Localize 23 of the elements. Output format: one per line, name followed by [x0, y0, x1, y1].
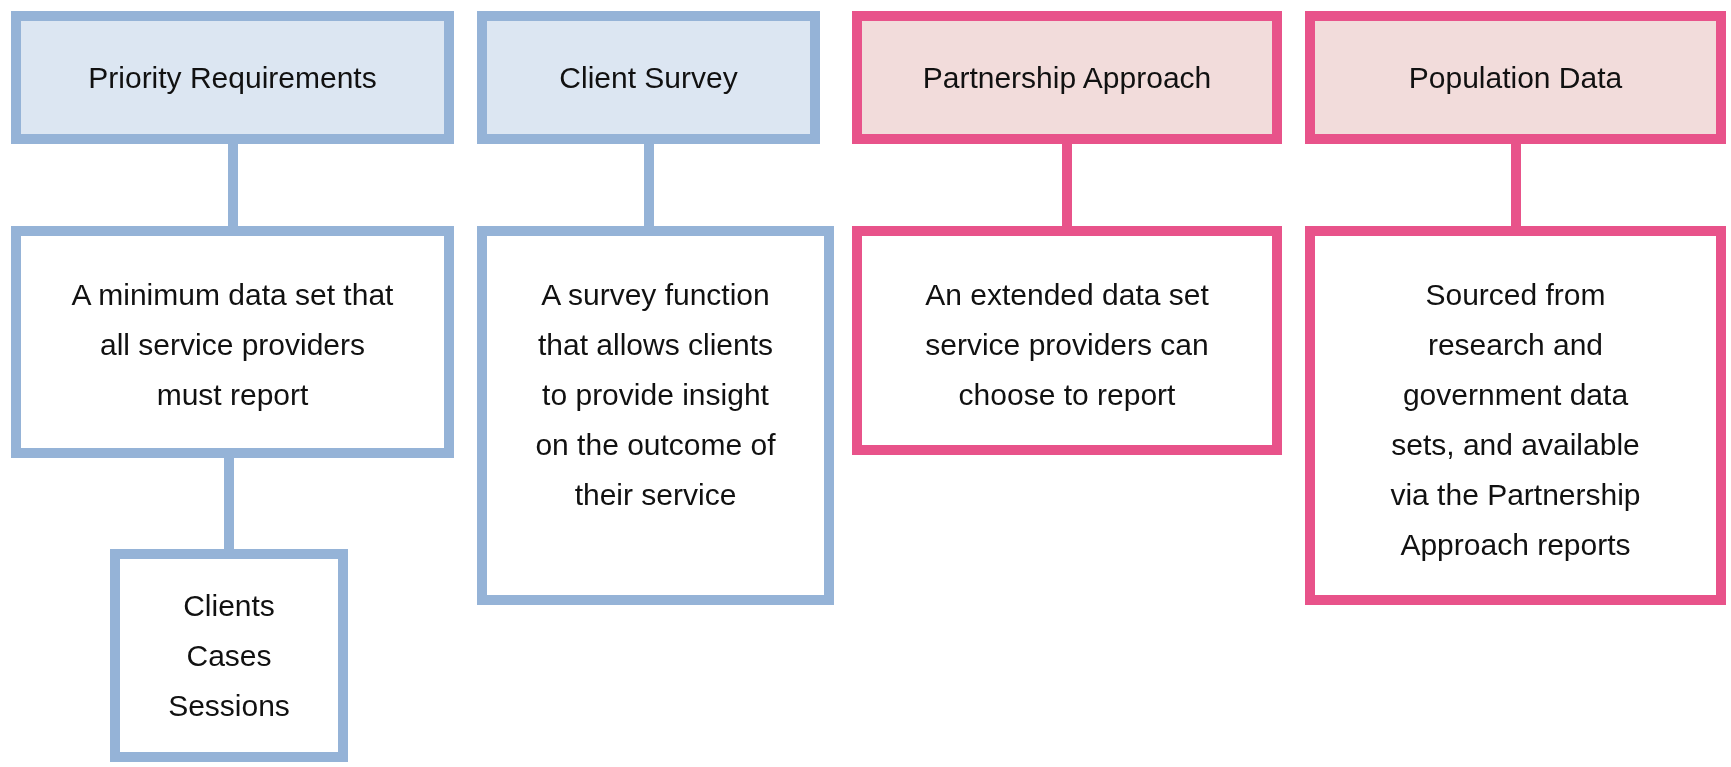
- process-box: [477, 226, 834, 605]
- connector-line: [228, 144, 238, 226]
- box-heading: Population Data: [1408, 59, 1623, 96]
- process-box: [110, 549, 348, 762]
- box-heading: Partnership Approach: [922, 59, 1212, 96]
- box-text: An extended data set service providers can choose to report: [924, 277, 1210, 413]
- box-text: A minimum data set that all service providers must report: [70, 277, 395, 413]
- connector-line: [1511, 144, 1521, 226]
- box-text: Clients Cases Sessions: [167, 587, 291, 724]
- connector-line: [1062, 144, 1072, 226]
- process-box: [1305, 226, 1726, 605]
- connector-line: [224, 458, 234, 549]
- box-text: Sourced from research and government data sets, and available via the Partnership Approach reports: [1389, 277, 1642, 563]
- box-heading: Client Survey: [559, 59, 738, 96]
- header-box: [852, 11, 1282, 144]
- process-box: [852, 226, 1282, 455]
- box-heading: Priority Requirements: [88, 59, 377, 96]
- header-box: [11, 11, 454, 144]
- connector-line: [644, 144, 654, 226]
- process-box: [11, 226, 454, 458]
- box-text: A survey function that allows clients to provide insight on the outcome of their service: [534, 277, 777, 513]
- header-box: [477, 11, 820, 144]
- header-box: [1305, 11, 1726, 144]
